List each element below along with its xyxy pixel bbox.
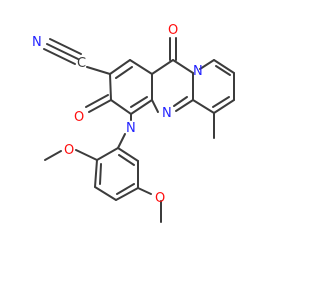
- nitrile-n-label: N: [32, 35, 42, 50]
- aryl-bond-2-inner: [99, 163, 102, 185]
- nitrile-triple-bond-a: [46, 43, 79, 60]
- ring-c-bond-2-inner: [215, 65, 231, 76]
- nitrile-triple-bond-c: [49, 38, 82, 55]
- methoxy-lower-bond-1: [137, 187, 152, 195]
- ring-c-bond-1: [199, 59, 215, 70]
- ring-b-bond-2: [172, 59, 194, 74]
- carbonyl-o-left-label: O: [74, 110, 84, 125]
- molecule-drawing: N C O N O N N O O: [32, 23, 235, 223]
- ring-a-bond-2-inner: [115, 66, 133, 79]
- aryl-bond-3: [94, 186, 117, 201]
- ring-n-imine-label: N: [162, 106, 172, 121]
- ring-c-bond-5: [192, 99, 215, 114]
- ring-a-bond-5-inner: [130, 96, 148, 108]
- ring-b-bond-4-inner: [173, 96, 188, 107]
- n-aryl-bond: [117, 133, 126, 149]
- methoxy-o-lower-label: O: [155, 191, 165, 206]
- ring-a-bond-5: [130, 99, 153, 115]
- aryl-bond-6-inner: [118, 154, 135, 166]
- carbonyl-left-bond-b: [85, 94, 109, 108]
- ring-c-bond-2: [213, 59, 235, 74]
- carbonyl-left-bond-a: [88, 99, 112, 113]
- molecule-svg: N C O N O N N O O: [32, 23, 235, 223]
- aryl-bond-4-inner: [116, 183, 135, 195]
- aryl-bond-6: [117, 147, 139, 162]
- ring-n-center-label: N: [126, 121, 136, 136]
- carbonyl-o-top-label: O: [168, 23, 178, 38]
- ring-b-bond-4: [175, 99, 194, 112]
- ring-c-bond-4: [213, 99, 235, 114]
- nitrile-c-label: C: [77, 56, 86, 71]
- nitrile-c-ring-bond: [86, 66, 111, 75]
- methoxy-upper-bond-2: [44, 150, 62, 161]
- methoxy-upper-bond-1: [75, 149, 98, 161]
- methoxy-o-upper-label: O: [64, 143, 74, 158]
- ring-a-bond-1: [109, 73, 112, 101]
- ring-a-bond-2: [109, 59, 131, 75]
- ring-b-bond-1: [151, 59, 174, 75]
- aryl-bond-1: [96, 147, 119, 161]
- aryl-bond-2: [94, 159, 98, 188]
- aryl-bond-4: [115, 187, 139, 201]
- ring-a-bond-6: [110, 99, 132, 115]
- ring-n-top-label: N: [193, 64, 203, 79]
- ring-a-bond-3: [129, 59, 153, 75]
- ring-b-bond-5: [151, 99, 159, 113]
- nitrile-triple-bond-b: [43, 48, 76, 65]
- ring-c-bond-4-inner: [212, 96, 230, 108]
